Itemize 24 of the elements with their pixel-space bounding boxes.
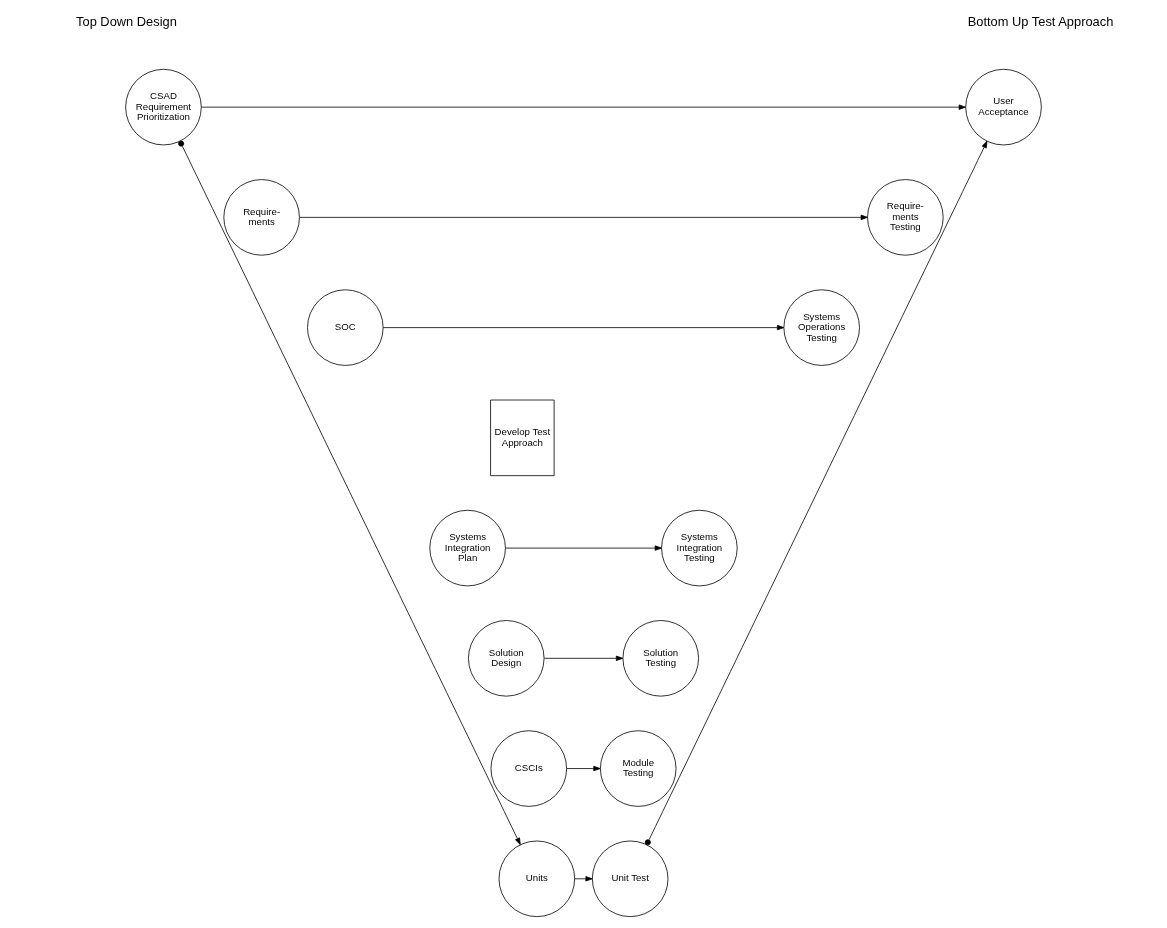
node-circle: Require- ments Testing bbox=[867, 179, 944, 256]
arrow bbox=[178, 140, 521, 845]
node-circle: Solution Design bbox=[468, 620, 545, 697]
arrow bbox=[543, 655, 624, 661]
node-circle: Solution Testing bbox=[622, 620, 699, 697]
node-circle: User Acceptance bbox=[965, 68, 1042, 146]
arrow bbox=[299, 214, 868, 221]
arrow bbox=[382, 324, 785, 331]
arrow bbox=[566, 765, 601, 772]
node-circle: Systems Integration Plan bbox=[429, 509, 506, 587]
node-circle: Module Testing bbox=[600, 730, 677, 807]
arrow bbox=[505, 545, 662, 551]
arrow bbox=[644, 140, 988, 846]
node-circle: Require- ments bbox=[223, 179, 300, 256]
node-circle: SOC bbox=[307, 289, 384, 366]
node-box: Develop Test Approach bbox=[490, 399, 555, 477]
label: Bottom Up Test Approach bbox=[967, 14, 1114, 30]
node-circle: Systems Integration Testing bbox=[661, 509, 738, 587]
arrow bbox=[201, 104, 966, 110]
node-circle: Units bbox=[498, 840, 576, 917]
label: Top Down Design bbox=[76, 14, 177, 30]
node-circle: CSCIs bbox=[490, 730, 567, 807]
node-circle: Systems Operations Testing bbox=[783, 289, 860, 366]
arrow bbox=[574, 876, 593, 882]
